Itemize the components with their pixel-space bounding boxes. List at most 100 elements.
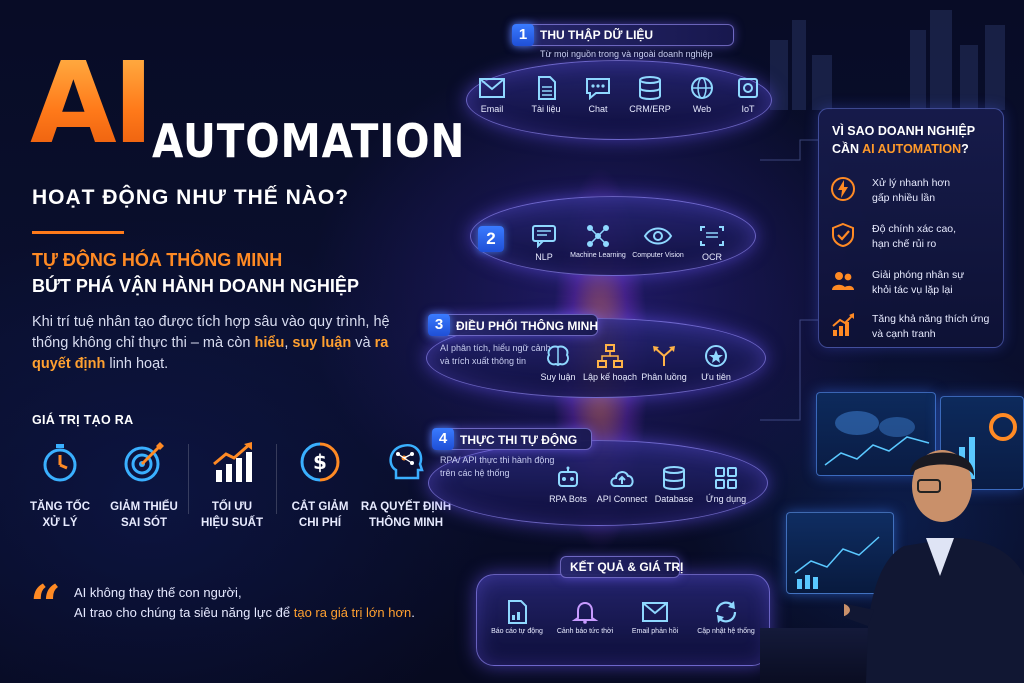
quote-end: . — [411, 605, 415, 620]
lightning-icon — [831, 177, 855, 201]
quote-highlight: tạo ra giá trị lớn hơn — [293, 605, 412, 620]
source-label: Email — [480, 104, 504, 114]
why-title-line2: CẦN AI AUTOMATION? — [832, 142, 969, 156]
why-reason-line1: Độ chính xác cao, — [872, 223, 957, 235]
bell-icon — [571, 601, 599, 624]
iot-device-icon — [738, 78, 758, 98]
star-badge-icon — [705, 345, 727, 367]
value-label-line2: XỬ LÝ — [42, 517, 78, 529]
hero-automation-title: AUTOMATION — [152, 114, 466, 168]
tech-nlp: NLP — [516, 224, 572, 262]
result-label: Báo cáo tự động — [491, 628, 543, 635]
brain-icon — [546, 345, 570, 367]
value-label-line2: SAI SÓT — [120, 517, 167, 529]
hierarchy-icon — [597, 344, 623, 368]
quote-mark-icon: “ — [30, 573, 62, 637]
source-label: IoT — [741, 104, 755, 114]
tagline-secondary: BỨT PHÁ VẬN HÀNH DOANH NGHIỆP — [32, 276, 359, 296]
stage-3-title: ĐIỀU PHỐI THÔNG MINH — [456, 319, 599, 333]
tech-label: NLP — [535, 252, 553, 262]
orch-planning: Lập kế hoạch — [582, 344, 638, 382]
dollar-icon: $ — [300, 442, 340, 482]
why-reason-line2: và cạnh tranh — [872, 328, 936, 340]
laptop-screen — [786, 512, 894, 594]
value-label-line2: THÔNG MINH — [368, 517, 444, 529]
quote-text: AI trao cho chúng ta siêu năng lực để — [74, 605, 294, 620]
value-label-line1: CẮT GIẢM — [291, 501, 349, 513]
value-item-errors: GIẢM THIỂU SAI SÓT — [104, 438, 184, 531]
results-title: KẾT QUẢ & GIÁ TRỊ — [570, 560, 684, 574]
target-icon — [124, 442, 164, 482]
why-reason-line2: gấp nhiều lần — [872, 192, 936, 204]
stage-4-number: 4 — [432, 428, 454, 450]
stage-3-number: 3 — [428, 314, 450, 336]
report-icon — [508, 600, 527, 624]
why-reason-line1: Tăng khả năng thích ứng — [872, 313, 990, 325]
why-title-prefix: CẦN — [832, 142, 863, 156]
orch-label: Phân luồng — [641, 372, 687, 382]
network-nodes-icon — [587, 225, 609, 247]
intro-highlight-quyet-dinh: ra quyết định — [32, 335, 389, 372]
stage-4-subtitle-2: trên các hệ thống — [440, 468, 510, 478]
source-crm-erp: CRM/ERP — [622, 76, 678, 114]
why-reason-line2: hạn chế rủi ro — [872, 238, 937, 250]
source-chat: Chat — [570, 76, 626, 114]
source-web: Web — [674, 76, 730, 114]
source-label: CRM/ERP — [629, 104, 671, 114]
shield-check-icon — [832, 222, 854, 248]
accent-divider — [32, 231, 124, 234]
orch-reasoning: Suy luận — [530, 344, 586, 382]
tech-label: Computer Vision — [632, 252, 684, 259]
orch-label: Suy luận — [540, 372, 576, 382]
scan-document-icon — [700, 226, 724, 246]
eye-icon — [643, 227, 673, 245]
value-separator — [276, 444, 277, 514]
exec-applications: Ứng dụng — [698, 466, 754, 504]
value-label-line1: TỐI ƯU — [211, 501, 253, 513]
value-item-performance: TỐI ƯU HIỆU SUẤT — [192, 438, 272, 531]
trend-up-icon — [832, 313, 854, 336]
laptop-chart-icon — [794, 536, 880, 589]
value-label-line1: GIẢM THIỂU — [110, 501, 178, 513]
orch-label: Ưu tiên — [701, 372, 731, 382]
city-skyline-decoration — [770, 10, 1005, 110]
tech-label: OCR — [702, 252, 722, 262]
intro-highlight-suy-luan: suy luận — [292, 335, 352, 351]
people-icon — [832, 272, 854, 290]
stopwatch-icon — [43, 444, 77, 482]
envelope-icon — [642, 602, 668, 622]
exec-api-connect: API Connect — [594, 466, 650, 504]
stage-4-title: THỰC THI TỰ ĐỘNG — [460, 433, 578, 447]
hero-subtitle: HOẠT ĐỘNG NHƯ THẾ NÀO? — [32, 186, 350, 209]
intro-text-1: Khi trí tuệ nhân tạo được tích hợp sâu v… — [32, 314, 390, 351]
intro-text-3: linh hoạt. — [105, 356, 169, 372]
hero-ai-title: AI — [30, 39, 154, 169]
stage-1-title: THU THẬP DỮ LIỆU — [540, 28, 654, 42]
robot-icon — [558, 466, 578, 487]
value-item-speed: TĂNG TỐC XỬ LÝ — [20, 438, 100, 531]
database-icon — [639, 76, 661, 100]
stage-2-number: 2 — [478, 226, 504, 252]
growth-chart-icon — [213, 442, 252, 482]
cloud-upload-icon — [610, 471, 634, 487]
exec-label: Database — [654, 494, 694, 504]
source-iot: IoT — [720, 76, 776, 114]
source-label: Tài liệu — [531, 104, 561, 114]
value-separator — [188, 444, 189, 514]
speech-bubble-icon — [532, 225, 556, 248]
stage-1-subtitle: Từ mọi nguồn trong và ngoài doanh nghiệp — [540, 49, 713, 59]
why-reason-line1: Xử lý nhanh hơn — [872, 177, 951, 189]
orch-priority: Ưu tiên — [688, 344, 744, 382]
orch-label: Lập kế hoạch — [582, 372, 638, 382]
connector-lines — [760, 139, 818, 421]
tagline-primary: TỰ ĐỘNG HÓA THÔNG MINH — [32, 250, 283, 270]
why-reason-text: Xử lý nhanh hơn gấp nhiều lần — [872, 176, 1000, 206]
exec-database: Database — [646, 466, 702, 504]
values-row: TĂNG TỐC XỬ LÝ GIẢM THIỂU SAI SÓT TỐI ƯU… — [20, 438, 451, 538]
why-title-line1: VÌ SAO DOANH NGHIỆP — [832, 124, 976, 138]
source-label: Web — [692, 104, 712, 114]
value-item-decision: RA QUYẾT ĐỊNH THÔNG MINH — [356, 438, 456, 531]
source-documents: Tài liệu — [518, 76, 574, 114]
tech-label: Machine Learning — [570, 252, 626, 259]
envelope-icon — [479, 78, 505, 98]
